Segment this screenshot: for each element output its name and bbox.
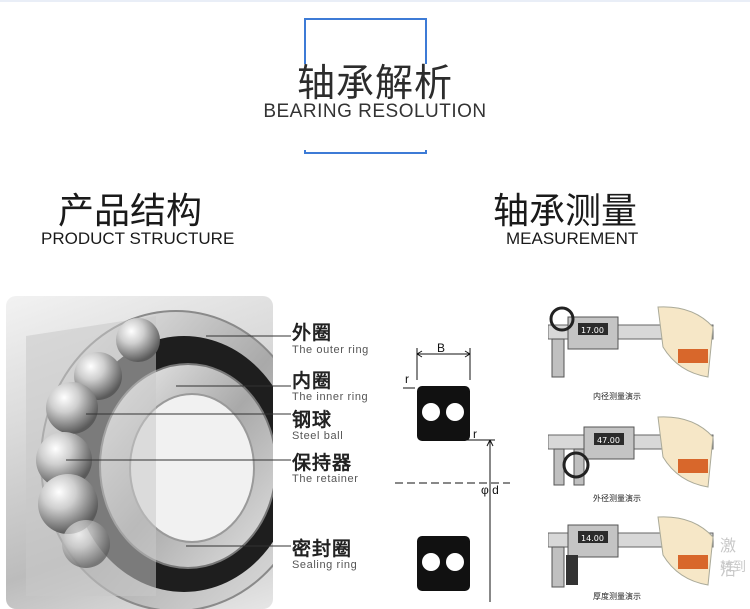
- label-retainer: 保持器: [292, 452, 353, 474]
- watermark-line2: 转到: [720, 560, 747, 575]
- caption-inner: 内径测量演示: [593, 392, 641, 401]
- bearing-photo: [6, 296, 273, 609]
- diagram-width-label: B: [437, 341, 445, 355]
- label-steel-ball-en: Steel ball: [292, 430, 344, 442]
- structure-title: 产品结构: [58, 191, 203, 232]
- top-divider: [0, 0, 750, 2]
- label-outer-ring-en: The outer ring: [292, 344, 369, 356]
- measurement-title: 轴承测量: [493, 191, 638, 232]
- label-sealing-ring: 密封圈: [292, 538, 353, 560]
- caliper-thickness-illustration: 14.00: [548, 516, 714, 588]
- label-steel-ball: 钢球: [292, 409, 333, 431]
- title-frame: [266, 18, 471, 154]
- diagram-diameter-label: φ d: [481, 483, 499, 497]
- label-inner-ring-en: The inner ring: [292, 391, 369, 403]
- label-retainer-en: The retainer: [292, 473, 359, 485]
- bearing-illustration: [26, 310, 273, 609]
- caption-thickness: 厚度测量演示: [593, 592, 641, 601]
- readout-outer: 47.00: [597, 436, 620, 445]
- label-outer-ring: 外圈: [292, 322, 333, 344]
- leader-lines: [273, 335, 291, 547]
- page-title: 轴承解析: [296, 61, 453, 105]
- readout-inner: 17.00: [581, 326, 604, 335]
- bearing-cross-section: B r r φ d: [395, 341, 510, 602]
- readout-thickness: 14.00: [581, 534, 604, 543]
- caliper-outer-illustration: 47.00: [548, 416, 714, 488]
- watermark-line1: 激活: [720, 536, 737, 579]
- structure-subtitle: PRODUCT STRUCTURE: [41, 229, 235, 248]
- measurement-subtitle: MEASUREMENT: [506, 229, 639, 248]
- caption-outer: 外径测量演示: [593, 494, 641, 503]
- diagram-radius-label-2: r: [473, 427, 477, 441]
- diagram-radius-label: r: [405, 372, 409, 386]
- caliper-inner-illustration: 17.00: [548, 306, 714, 378]
- label-inner-ring: 内圈: [292, 370, 333, 392]
- page-subtitle: BEARING RESOLUTION: [263, 101, 487, 122]
- label-sealing-ring-en: Sealing ring: [292, 559, 358, 571]
